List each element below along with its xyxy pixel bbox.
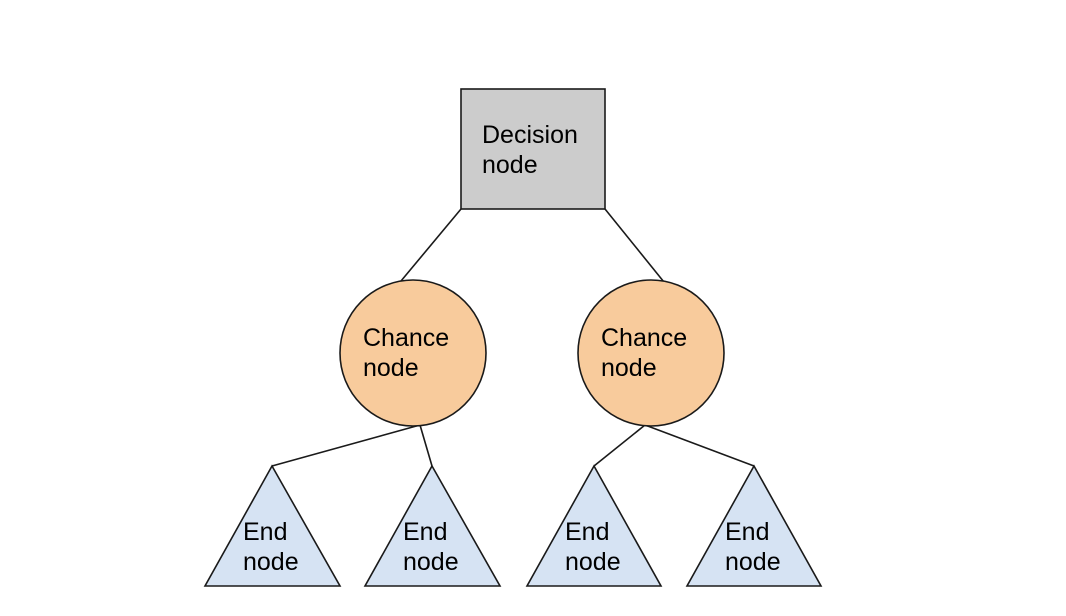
chance-node-right-label-line1: Chance: [601, 324, 687, 352]
end-node-4-label-line1: End: [725, 518, 769, 546]
decision-node-label-line2: node: [482, 151, 538, 179]
end-node-3-label-line2: node: [565, 548, 621, 576]
end-node-2-shape[interactable]: [363, 464, 502, 587]
end-node-1-label-line2: node: [243, 548, 299, 576]
end-node-4-label: End node: [725, 518, 781, 576]
end-node-2-label: End node: [403, 518, 459, 576]
end-node-1-label: End node: [243, 518, 299, 576]
chance-node-left-label-line1: Chance: [363, 324, 449, 352]
chance-node-right-shape[interactable]: [577, 279, 725, 427]
edge-chance-left-to-end-node-2: [419, 424, 433, 467]
chance-node-right-label-line2: node: [601, 354, 657, 382]
end-node-3-shape[interactable]: [525, 464, 663, 587]
decision-node-label: Decision node: [482, 121, 585, 179]
edge-chance-left-to-end-node-1: [271, 424, 421, 467]
end-node-1-label-line1: End: [243, 518, 287, 546]
chance-node-left[interactable]: Chance node: [339, 279, 487, 427]
chance-node-right-label: Chance node: [601, 324, 694, 382]
end-node-1-shape[interactable]: [203, 464, 342, 587]
edge-chance-right-to-end-node-4: [644, 424, 755, 467]
edge-decision-to-chance-right: [604, 208, 669, 288]
chance-node-right[interactable]: Chance node: [577, 279, 725, 427]
end-node-2[interactable]: End node: [363, 464, 502, 587]
edge-chance-right-to-end-node-3: [593, 424, 646, 467]
end-node-2-label-line1: End: [403, 518, 447, 546]
edge-decision-to-chance-left: [395, 208, 462, 288]
decision-node-shape[interactable]: [460, 88, 606, 210]
decision-node-label-line1: Decision: [482, 121, 578, 149]
end-node-4-label-line2: node: [725, 548, 781, 576]
edge-group: [271, 208, 755, 467]
end-node-3-label-line1: End: [565, 518, 609, 546]
end-node-3[interactable]: End node: [525, 464, 663, 587]
end-node-4-shape[interactable]: [685, 464, 823, 587]
end-node-4[interactable]: End node: [685, 464, 823, 587]
end-node-1[interactable]: End node: [203, 464, 342, 587]
chance-node-left-label: Chance node: [363, 324, 456, 382]
end-node-3-label: End node: [565, 518, 621, 576]
chance-node-left-shape[interactable]: [339, 279, 487, 427]
end-node-2-label-line2: node: [403, 548, 459, 576]
chance-node-left-label-line2: node: [363, 354, 419, 382]
decision-node[interactable]: Decision node: [460, 88, 606, 210]
